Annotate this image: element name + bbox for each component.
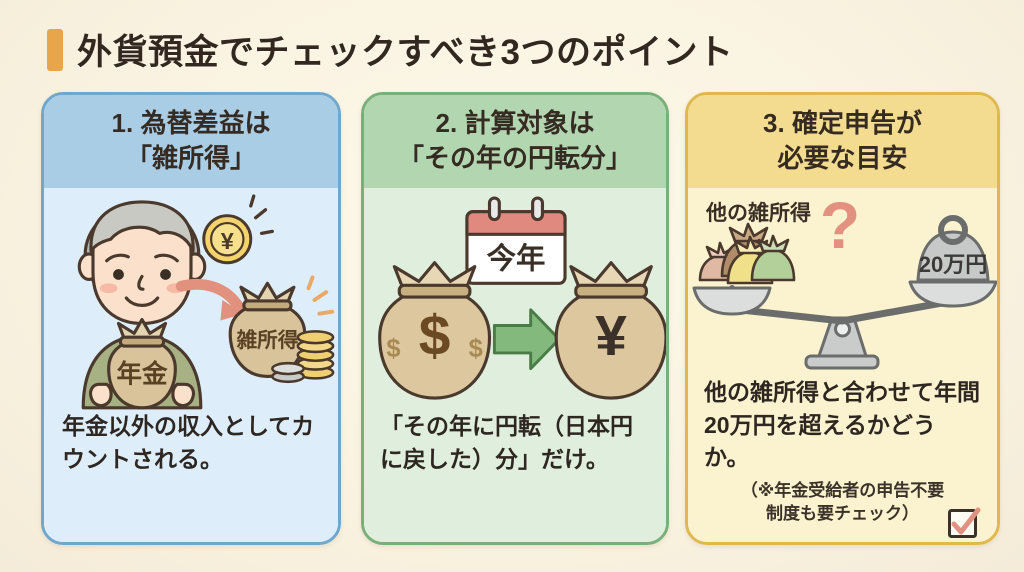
card-2-illustration: 今年 $ $ $ [364,188,666,410]
point-card-3: 3. 確定申告が 必要な目安 他の雑所得 ? [685,92,1000,545]
card-3-illustration: 他の雑所得 ? [688,188,997,376]
svg-text:雑所得: 雑所得 [236,328,299,352]
page-title-text: 外貨預金でチェックすべき3つのポイント [77,33,734,72]
card-1-body: 年金 ¥ [44,188,338,542]
card-3-body: 他の雑所得 ? [688,188,997,542]
card-1-illustration: 年金 ¥ [44,188,338,410]
card-3-note-line-1: （※年金受給者の申告不要 [740,481,945,501]
card-2-body-text: 「その年に円転（日本円に戻した）分」だけ。 [380,413,633,472]
card-1-body-text: 年金以外の収入としてカウントされる。 [62,413,315,472]
card-1-header-line-2: 「雑所得」 [125,142,256,173]
page-title: 外貨預金でチェックすべき3つのポイント [47,24,734,75]
card-3-body-text: 他の雑所得と合わせて年間20万円を超えるかどうか。 [704,379,980,471]
svg-text:他の雑所得: 他の雑所得 [705,201,811,225]
card-3-header-line-1: 3. 確定申告が [763,108,922,138]
svg-text:$: $ [419,305,451,368]
svg-text:20万円: 20万円 [919,252,987,277]
point-card-1: 1. 為替差益は 「雑所得」 [41,92,341,545]
checkbox-checked-icon [947,506,981,540]
svg-text:$: $ [386,335,400,363]
svg-text:¥: ¥ [595,305,627,368]
svg-text:?: ? [820,188,860,262]
card-1-header: 1. 為替差益は 「雑所得」 [44,95,338,189]
card-2-header-line-2: 「その年の円転分」 [397,142,632,173]
card-2-header-line-1: 2. 計算対象は [435,108,595,138]
card-3-header: 3. 確定申告が 必要な目安 [688,95,997,189]
point-card-2: 2. 計算対象は 「その年の円転分」 今年 [361,92,669,545]
title-accent-bar [47,28,63,71]
svg-text:年金: 年金 [117,359,168,388]
card-2-body: 今年 $ $ $ [364,188,666,542]
card-3-note: （※年金受給者の申告不要 制度も要チェック） [688,474,997,526]
card-3-note-line-2: 制度も要チェック） [766,504,919,524]
svg-text:$: $ [469,335,483,363]
card-1-header-line-1: 1. 為替差益は [111,108,271,138]
card-3-header-line-2: 必要な目安 [777,142,908,173]
svg-text:¥: ¥ [221,228,234,254]
card-2-header: 2. 計算対象は 「その年の円転分」 [364,95,666,189]
svg-text:今年: 今年 [487,242,546,276]
